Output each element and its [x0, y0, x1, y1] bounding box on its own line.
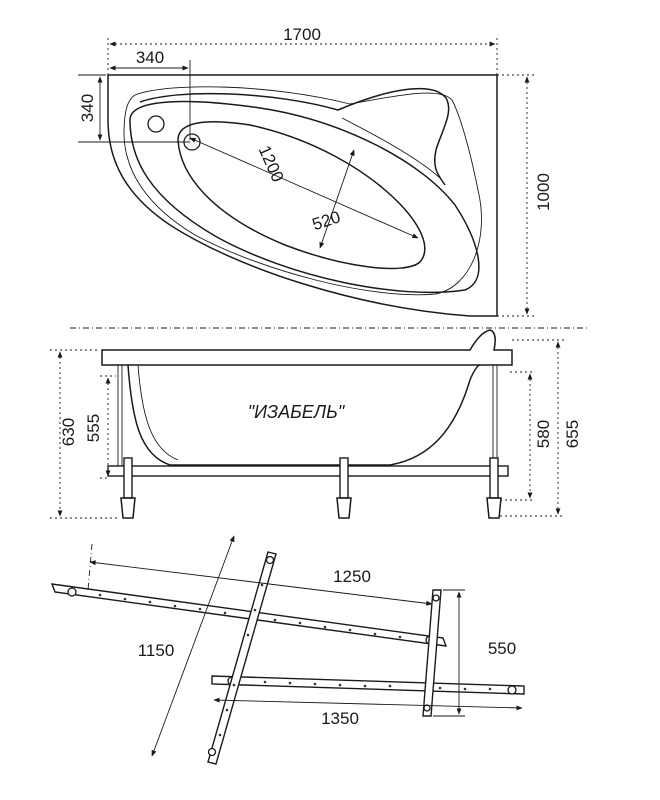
- model-name-label: "ИЗАБЕЛЬ": [248, 402, 346, 422]
- leg-left-icon: [120, 457, 136, 519]
- dim-overall-width: 1000: [534, 173, 553, 211]
- tub-bowl-inner: [177, 121, 426, 270]
- side-view: "ИЗАБЕЛЬ" 630 555 580 655: [50, 327, 590, 519]
- dim-beam-cross-left: 1150: [138, 641, 175, 660]
- dim-height-left-outer: 630: [59, 418, 78, 446]
- dim-drain-offset-y: 340: [78, 94, 97, 122]
- frame-beam-lower: [211, 675, 525, 695]
- top-view: 1700 340 340 1200 520 1000: [78, 25, 553, 317]
- dim-height-left-inner: 555: [84, 414, 103, 442]
- tub-side-bowl: [127, 364, 481, 466]
- dim-beam-cross-right: 550: [488, 639, 516, 658]
- frame-beam-cross-right: [422, 589, 442, 717]
- dim-height-right-inner: 580: [534, 420, 553, 448]
- dim-inner-length: 1200: [255, 143, 288, 185]
- tub-outer-rim: [107, 74, 498, 317]
- tub-side-bowl-inner-line: [137, 364, 179, 461]
- frame-view: 1250 1350 1150 550: [50, 535, 525, 765]
- leg-center-icon: [336, 457, 352, 519]
- dim-height-right-outer: 655: [563, 420, 582, 448]
- tub-shoulder-contour: [139, 87, 450, 186]
- leg-right-icon: [486, 457, 502, 519]
- dim-inner-width: 520: [310, 207, 343, 234]
- dim-drain-offset-x: 340: [136, 48, 164, 67]
- tub-side-rim: [101, 329, 513, 366]
- side-frame-beam: [107, 465, 509, 477]
- dim-beam-long-lower: 1350: [321, 709, 359, 728]
- tub-rim-inner-line: [123, 86, 482, 296]
- dim-overall-length: 1700: [283, 25, 321, 44]
- dim-beam-long-upper: 1250: [333, 567, 371, 586]
- overflow-hole-icon: [147, 115, 165, 133]
